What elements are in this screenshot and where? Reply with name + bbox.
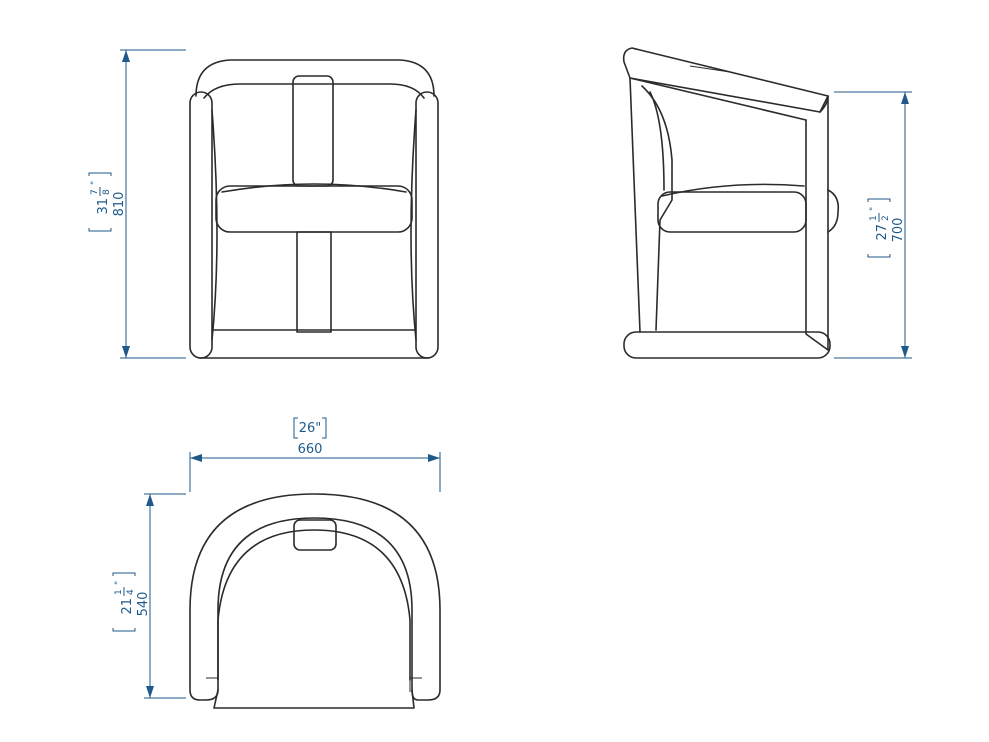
front-height-mm: 810 (112, 192, 127, 217)
side-height-dimension: 700 27 1 2 " (834, 91, 912, 359)
front-height-in-num: 7 (90, 189, 100, 195)
top-depth-dimension: 540 21 1 4 " (112, 493, 186, 699)
front-height-in-den: 8 (102, 189, 112, 195)
top-width-dimension: 660 26" (189, 417, 441, 492)
inch-mark: " (869, 207, 879, 211)
front-height-dimension: 810 31 7 8 " (88, 49, 186, 359)
top-depth-in-whole: 21 (120, 598, 135, 615)
front-view (189, 59, 439, 359)
front-height-in-whole: 31 (96, 198, 111, 215)
inch-mark: " (90, 181, 100, 185)
top-width-mm: 660 (298, 442, 323, 457)
inch-mark: " (114, 581, 124, 585)
top-depth-in-den: 4 (126, 589, 136, 595)
side-view (622, 47, 840, 359)
side-height-in-num: 1 (869, 215, 879, 221)
top-depth-mm: 540 (136, 592, 151, 617)
side-height-in-den: 2 (881, 215, 891, 221)
top-depth-in-num: 1 (114, 589, 124, 595)
side-height-in-whole: 27 (875, 224, 890, 241)
top-view (189, 493, 441, 709)
side-height-mm: 700 (891, 218, 906, 243)
top-width-in: 26" (299, 421, 322, 436)
